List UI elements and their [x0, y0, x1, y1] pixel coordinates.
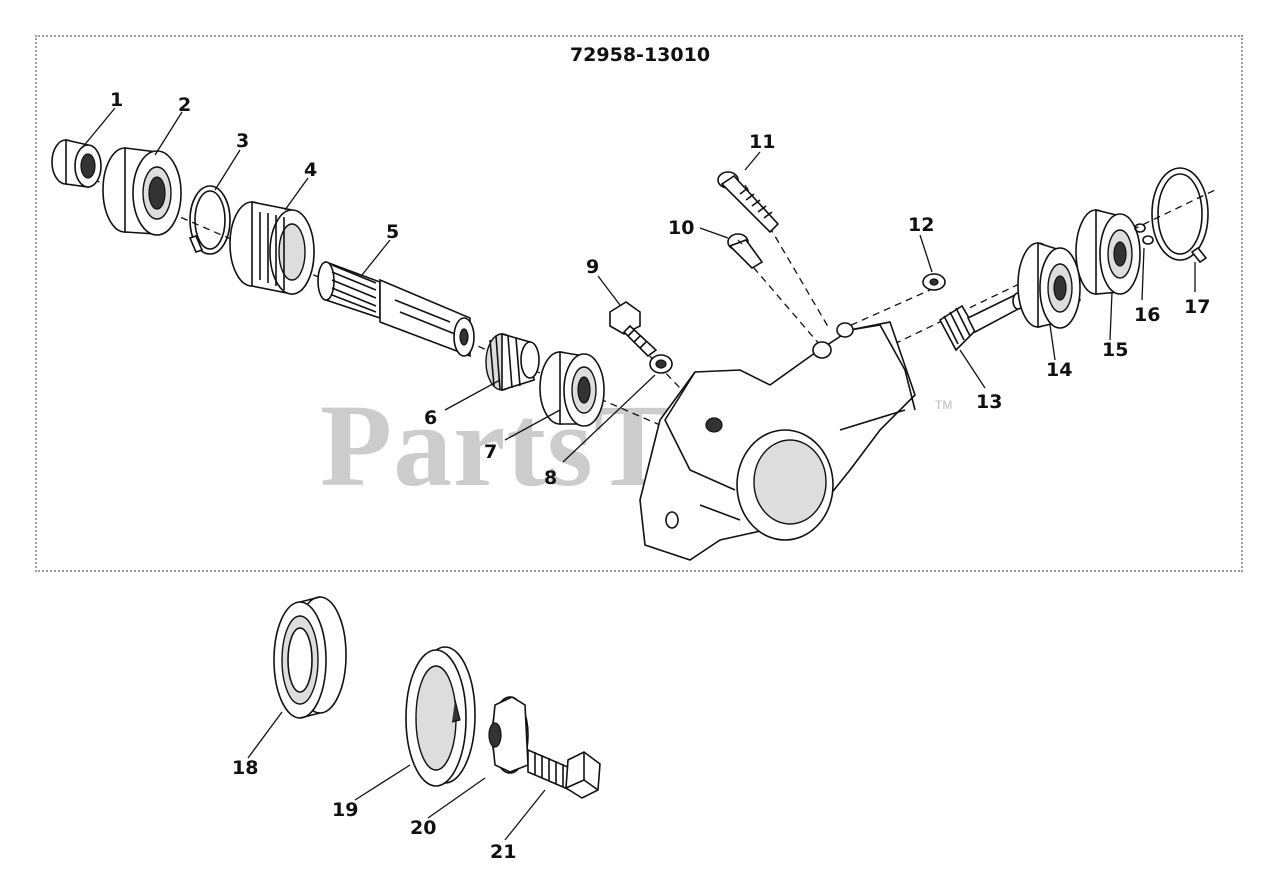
gear-housing — [639, 321, 916, 561]
part-18-collar — [273, 596, 347, 719]
leader-4 — [284, 177, 309, 211]
leader-7 — [504, 409, 561, 441]
part-3-snap-ring — [188, 185, 231, 255]
leader-16 — [1141, 247, 1145, 301]
part-11-long-screw — [717, 171, 780, 234]
part-1-bushing — [51, 138, 102, 188]
callout-19: 19 — [332, 799, 359, 821]
leader-14 — [1049, 324, 1056, 361]
callout-2: 2 — [178, 94, 192, 116]
leader-21 — [504, 789, 546, 841]
diagram-frame — [35, 35, 1243, 572]
part-19-adapter-plate — [405, 646, 476, 787]
part-15-bearing — [1075, 208, 1141, 295]
callout-14: 14 — [1046, 359, 1073, 381]
callout-4: 4 — [304, 159, 318, 181]
leader-1 — [81, 107, 116, 149]
callout-9: 9 — [586, 256, 600, 278]
callout-3: 3 — [236, 130, 250, 152]
callout-17: 17 — [1184, 296, 1211, 318]
callout-20: 20 — [410, 817, 437, 839]
leader-12 — [919, 234, 933, 273]
leader-15 — [1109, 291, 1113, 341]
callout-16: 16 — [1134, 304, 1161, 326]
callout-12: 12 — [908, 214, 935, 236]
callout-18: 18 — [232, 757, 259, 779]
part-20-nut — [488, 696, 529, 774]
washer-axis-line — [839, 289, 931, 331]
part-6-bevel-gear — [485, 332, 540, 392]
part-9-bolt — [609, 301, 658, 358]
leader-3 — [214, 149, 241, 191]
leader-10 — [699, 227, 729, 239]
callout-5: 5 — [386, 221, 400, 243]
leader-11 — [744, 151, 761, 171]
leader-19 — [354, 764, 411, 801]
leader-9 — [597, 275, 621, 306]
part-10-socket-screw — [727, 233, 764, 270]
leader-5 — [361, 239, 391, 276]
callout-21: 21 — [490, 841, 517, 863]
callout-6: 6 — [424, 407, 438, 429]
part-17-snap-ring — [1151, 167, 1209, 264]
part-2-bearing — [102, 147, 182, 236]
part-7-bearing — [539, 351, 605, 427]
watermark-trademark: TM — [935, 398, 953, 412]
part-16-clip — [1134, 223, 1154, 245]
leader-2 — [154, 111, 183, 156]
part-5-splined-shaft — [317, 260, 475, 358]
leader-8 — [562, 374, 656, 463]
part-8-washer — [649, 354, 673, 374]
callout-8: 8 — [544, 467, 558, 489]
callout-10: 10 — [668, 217, 695, 239]
callout-1: 1 — [110, 89, 124, 111]
leader-18 — [247, 711, 283, 759]
diagram-title: 72958-13010 — [569, 44, 711, 66]
part-4-needle-bearing — [229, 201, 315, 295]
callout-11: 11 — [749, 131, 776, 153]
leader-13 — [959, 349, 986, 389]
part-13-pinion-gear — [938, 292, 1024, 352]
part-21-hex-bolt — [527, 748, 601, 799]
part-14-bearing — [1017, 241, 1081, 329]
callout-13: 13 — [976, 391, 1003, 413]
callout-7: 7 — [484, 441, 498, 463]
part-12-small-washer — [922, 273, 946, 291]
callout-15: 15 — [1102, 339, 1129, 361]
leader-6 — [444, 379, 501, 411]
leader-20 — [427, 777, 486, 819]
